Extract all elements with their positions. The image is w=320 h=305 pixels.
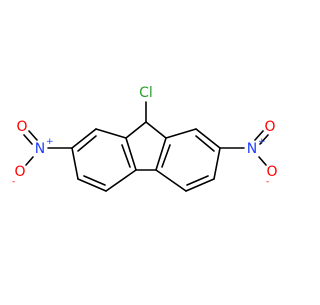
bond-n-o-top-right-a <box>254 130 264 141</box>
charge-o-bottom-right: - <box>266 177 269 187</box>
bond-c5-c4b <box>155 169 187 192</box>
bond-c9-c8a <box>145 121 167 139</box>
bond-n-o-top-left-b <box>23 134 33 145</box>
bond-double-c6-c5-inner <box>186 175 209 186</box>
molecule-canvas: Cl N + O O - N + O O - <box>12 85 278 192</box>
bond-c8a-c8 <box>165 128 197 139</box>
bond-c1-c2 <box>71 128 97 149</box>
atom-o-top-right: O <box>264 119 275 135</box>
bond-c2-c3 <box>71 147 79 180</box>
bond-c9a-c1 <box>95 128 127 139</box>
bond-double-c3-c4-inner <box>83 175 106 186</box>
atom-o-bottom-left: O <box>14 164 25 180</box>
bond-c6-c5 <box>185 178 215 192</box>
atom-cl: Cl <box>139 85 153 101</box>
bond-n-o-bottom-right <box>258 156 267 166</box>
atom-labels: Cl N + O O - N + O O - <box>12 85 278 187</box>
bond-c9-c9a <box>125 121 147 139</box>
charge-o-bottom-left: - <box>12 177 15 187</box>
bond-c4-c4a <box>105 169 137 192</box>
bond-c8-c7 <box>195 128 221 149</box>
charge-n-right: + <box>258 137 266 147</box>
atom-n-right: N <box>247 141 257 157</box>
bond-double-c1-c2-inner <box>77 135 97 152</box>
molecule-structure: Cl N + O O - N + O O - <box>12 85 278 192</box>
bond-n-o-bottom-left <box>25 156 34 166</box>
atom-o-bottom-right: O <box>266 164 277 180</box>
charge-n-left: + <box>46 137 54 147</box>
bond-c3-c4 <box>77 178 107 192</box>
bond-double-c9a-c4a-inner <box>121 144 131 168</box>
bond-c7-c6 <box>213 147 221 180</box>
bond-double-c8-c7-inner <box>195 135 215 152</box>
atom-o-top-left: O <box>16 119 27 135</box>
bond-double-c8a-c4b-inner <box>161 144 171 168</box>
bond-n-o-top-left-a <box>28 130 38 141</box>
bond-n-o-top-right-b <box>259 134 269 145</box>
bond-c8a-c4b <box>155 137 167 171</box>
atom-n-left: N <box>35 141 45 157</box>
bonds <box>23 101 269 192</box>
bond-c9a-c4a <box>125 137 137 171</box>
